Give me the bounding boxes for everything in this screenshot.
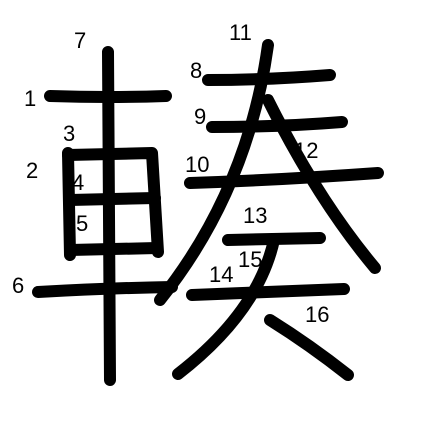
stroke-16: [264, 314, 354, 381]
stroke-number-7: 7: [74, 28, 86, 53]
stroke-number-10: 10: [185, 152, 209, 177]
stroke-10: [184, 167, 384, 189]
stroke-number-9: 9: [194, 104, 206, 129]
stroke-14: [186, 283, 350, 301]
stroke-12: [262, 94, 381, 274]
stroke-number-1: 1: [24, 86, 36, 111]
stroke-3: [62, 147, 164, 258]
stroke-8: [202, 69, 336, 86]
stroke-number-14: 14: [209, 262, 233, 287]
stroke-number-16: 16: [305, 302, 329, 327]
stroke-number-13: 13: [243, 203, 267, 228]
stroke-number-12: 12: [294, 138, 318, 163]
stroke-7: [102, 46, 116, 386]
stroke-number-4: 4: [72, 170, 84, 195]
stroke-number-6: 6: [12, 273, 24, 298]
stroke-number-5: 5: [76, 211, 88, 236]
stroke-number-15: 15: [238, 247, 262, 272]
stroke-number-3: 3: [63, 121, 75, 146]
stroke-number-2: 2: [26, 158, 38, 183]
stroke-15: [172, 234, 280, 380]
stroke-11: [154, 39, 274, 306]
stroke-number-8: 8: [190, 58, 202, 83]
stroke-number-11: 11: [229, 20, 252, 45]
